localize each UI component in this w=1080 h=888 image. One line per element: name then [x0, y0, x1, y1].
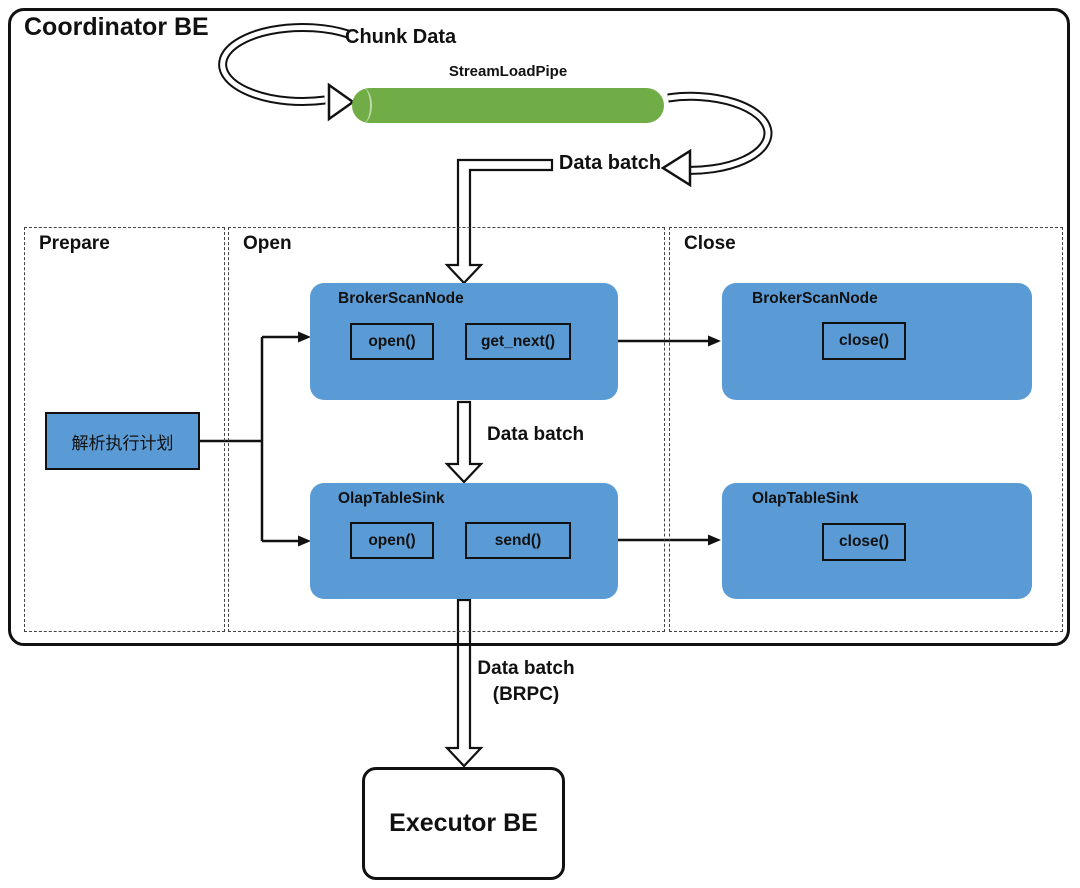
method-open: open()	[350, 522, 434, 559]
node-title: OlapTableSink	[752, 490, 859, 507]
pipe-end-cap	[354, 88, 372, 123]
stream-load-pipe	[352, 88, 664, 123]
method-close: close()	[822, 523, 906, 561]
method-send: send()	[465, 522, 571, 559]
executor-be-title: Executor BE	[389, 809, 538, 837]
node-title: OlapTableSink	[338, 490, 445, 507]
coordinator-be-frame	[8, 8, 1070, 646]
data-batch-label-mid: Data batch	[487, 424, 585, 445]
data-batch-brpc-label: Data batch (BRPC)	[426, 656, 626, 708]
section-prepare: Prepare	[24, 227, 225, 632]
method-close: close()	[822, 322, 906, 360]
section-close: Close	[669, 227, 1063, 632]
node-olap-table-sink-close: OlapTableSink close()	[722, 483, 1032, 599]
executor-be-box: Executor BE	[362, 767, 565, 880]
section-prepare-label: Prepare	[39, 233, 110, 254]
section-open-label: Open	[243, 233, 292, 254]
node-broker-scan-open: BrokerScanNode open() get_next()	[310, 283, 618, 400]
method-open: open()	[350, 323, 434, 360]
data-batch-brpc-line1: Data batch	[477, 658, 575, 679]
section-close-label: Close	[684, 233, 736, 254]
chunk-data-label: Chunk Data	[345, 26, 457, 48]
node-title: BrokerScanNode	[338, 290, 464, 307]
node-title: BrokerScanNode	[752, 290, 878, 307]
data-batch-label-top: Data batch	[558, 152, 662, 174]
parse-execution-plan-box: 解析执行计划	[45, 412, 200, 470]
stream-load-pipe-label: StreamLoadPipe	[448, 63, 568, 80]
node-olap-table-sink-open: OlapTableSink open() send()	[310, 483, 618, 599]
data-batch-brpc-line2: (BRPC)	[492, 684, 560, 705]
method-get-next: get_next()	[465, 323, 571, 360]
coordinator-title: Coordinator BE	[24, 13, 209, 41]
node-broker-scan-close: BrokerScanNode close()	[722, 283, 1032, 400]
